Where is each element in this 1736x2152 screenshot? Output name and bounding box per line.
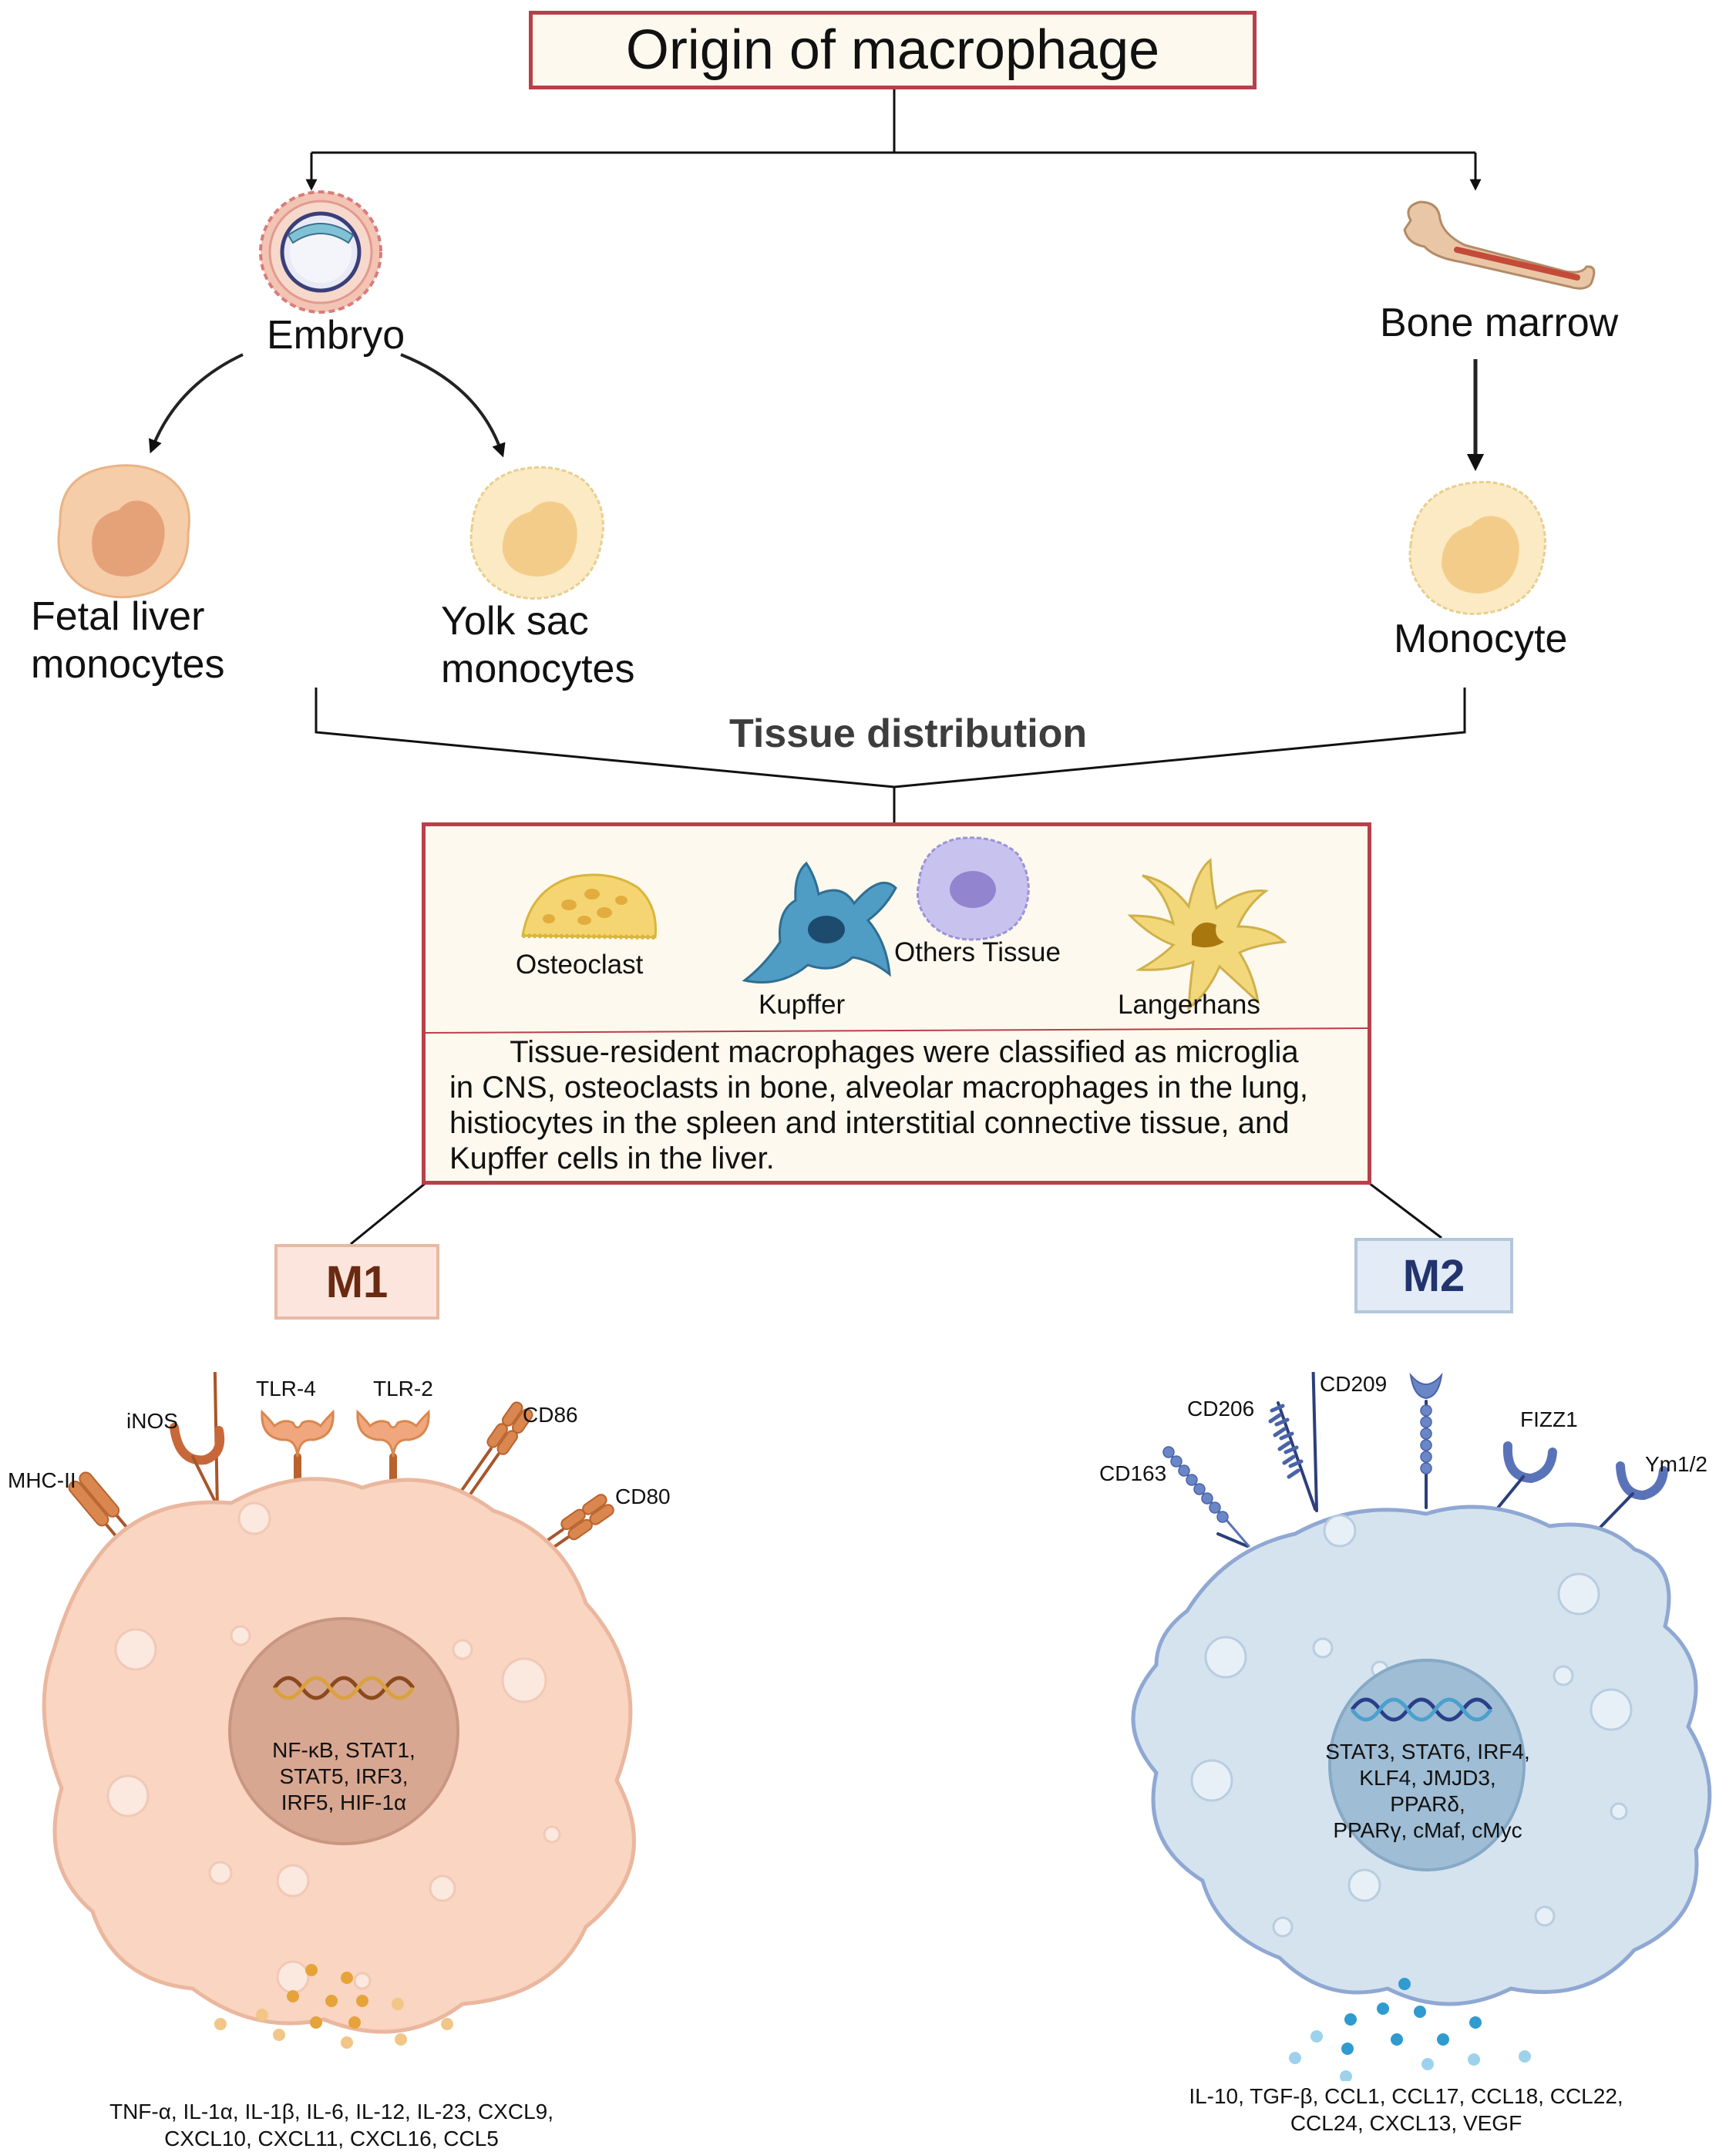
- m2-secreted-dots: [1289, 1978, 1531, 2081]
- ym12-label: Ym1/2: [1645, 1452, 1707, 1476]
- cd80-label: CD80: [615, 1485, 671, 1508]
- cd163-receptor: [1162, 1446, 1250, 1548]
- embryo-label: Embryo: [267, 313, 405, 358]
- m1-tf-line3: IRF5, HIF-1α: [281, 1791, 407, 1814]
- mhc-ii-label: MHC-II: [8, 1468, 76, 1492]
- kupffer-label: Kupffer: [759, 990, 846, 1020]
- m1-tf-line1: NF-κB, STAT1,: [272, 1738, 415, 1762]
- m2-label-text: M2: [1402, 1250, 1465, 1301]
- embryo-arrows: [148, 353, 506, 458]
- description-line2: in CNS, osteoclasts in bone, alveolar ma…: [449, 1071, 1308, 1105]
- m1-secreted-factors: TNF-α, IL-1α, IL-1β, IL-6, IL-12, IL-23,…: [100, 2098, 563, 2152]
- yolk-sac-monocyte-icon: [469, 466, 604, 600]
- embryo-icon: [259, 190, 382, 314]
- cd206-receptor: [1268, 1372, 1318, 1512]
- m1-nucleus: [228, 1617, 459, 1845]
- tissue-panel-divider: [426, 1027, 1368, 1034]
- fetal-liver-monocyte-icon: [57, 464, 190, 599]
- m1-receptors: [68, 1372, 614, 1579]
- tissue-distribution-heading: Tissue distribution: [729, 711, 1088, 756]
- cd163-label: CD163: [1099, 1461, 1167, 1485]
- tissue-cells-artwork: [426, 836, 1368, 1034]
- langerhans-label: Langerhans: [1118, 990, 1260, 1020]
- m1-label-text: M1: [325, 1256, 389, 1307]
- m1-dna-icon: [272, 1676, 415, 1700]
- m2-secreted-line2: CCL24, CXCL13, VEGF: [1290, 2111, 1522, 2135]
- m2-vesicles: [1190, 1514, 1633, 1938]
- bone-marrow-label: Bone marrow: [1380, 301, 1619, 345]
- mhc-ii-receptor: [68, 1471, 143, 1555]
- others-tissue-icon: [916, 836, 1030, 941]
- others-tissue-label: Others Tissue: [894, 937, 1061, 967]
- tissue-distribution-description: Tissue-resident macrophages were classif…: [449, 1034, 1359, 1176]
- m2-transcription-factors: STAT3, STAT6, IRF4, KLF4, JMJD3, PPARδ, …: [1320, 1739, 1536, 1844]
- yolk-sac-label-line2: monocytes: [441, 647, 635, 691]
- page-title-text: Origin of macrophage: [625, 19, 1160, 81]
- m1-tf-line2: STAT5, IRF3,: [279, 1764, 409, 1788]
- tlr4-label: TLR-4: [256, 1377, 316, 1400]
- fetal-liver-label-line2: monocytes: [31, 642, 225, 687]
- m1-label: M1: [274, 1244, 439, 1320]
- m2-receptors: [1162, 1372, 1668, 1548]
- m2-secreted-factors: IL-10, TGF-β, CCL1, CCL17, CCL18, CCL22,…: [1183, 2083, 1630, 2137]
- m2-tf-line3: PPARγ, cMaf, cMyc: [1333, 1818, 1522, 1842]
- m1-m2-connectors: [350, 1182, 1442, 1246]
- m2-dna-icon: [1350, 1697, 1493, 1722]
- m1-transcription-factors: NF-κB, STAT1, STAT5, IRF3, IRF5, HIF-1α: [251, 1737, 436, 1816]
- tissue-distribution-panel: Osteoclast Kupffer Others Tissue Langerh…: [422, 822, 1371, 1185]
- monocyte-icon: [1408, 480, 1546, 615]
- description-line1: Tissue-resident macrophages were classif…: [510, 1035, 1299, 1069]
- m2-tf-line1: STAT3, STAT6, IRF4,: [1325, 1740, 1530, 1764]
- kupffer-icon: [742, 861, 897, 984]
- osteoclast-icon: [521, 873, 658, 940]
- yolk-sac-label-line1: Yolk sac: [441, 599, 589, 644]
- origin-connector: [305, 89, 1482, 191]
- osteoclast-label: Osteoclast: [516, 950, 644, 980]
- cd209-receptor: [1409, 1372, 1443, 1509]
- page-title: Origin of macrophage: [529, 11, 1257, 89]
- inos-receptor: [170, 1372, 225, 1512]
- description-line4: Kupffer cells in the liver.: [449, 1142, 775, 1175]
- fetal-liver-label: Fetal liver monocytes: [31, 593, 224, 688]
- m2-secreted-line1: IL-10, TGF-β, CCL1, CCL17, CCL18, CCL22,: [1189, 2084, 1623, 2108]
- m1-macrophage-artwork: [42, 1372, 636, 2049]
- m2-macrophage-artwork: [1131, 1372, 1712, 2081]
- m1-secreted-line1: TNF-α, IL-1α, IL-1β, IL-6, IL-12, IL-23,…: [109, 2100, 553, 2123]
- bone-marrow-icon: [1403, 200, 1596, 290]
- distribution-connector: [315, 688, 1466, 822]
- inos-label: iNOS: [126, 1409, 178, 1433]
- fetal-liver-label-line1: Fetal liver: [31, 594, 205, 639]
- monocyte-label: Monocyte: [1394, 617, 1568, 661]
- tlr2-receptor: [356, 1409, 430, 1493]
- m2-tf-line2: KLF4, JMJD3, PPARδ,: [1359, 1766, 1496, 1816]
- langerhans-icon: [1127, 858, 1287, 1011]
- m1-vesicles: [106, 1501, 561, 1994]
- yolk-sac-label: Yolk sac monocytes: [441, 597, 634, 693]
- cd209-label: CD209: [1320, 1372, 1388, 1396]
- m1-secreted-dots: [214, 1964, 453, 2049]
- fizz1-label: FIZZ1: [1520, 1407, 1578, 1431]
- cd206-label: CD206: [1187, 1397, 1255, 1421]
- m2-label: M2: [1354, 1238, 1513, 1313]
- tlr2-label: TLR-2: [373, 1377, 433, 1400]
- m1-secreted-line2: CXCL10, CXCL11, CXCL16, CCL5: [164, 2127, 499, 2150]
- fizz1-receptor: [1494, 1441, 1557, 1512]
- description-line3: histiocytes in the spleen and interstiti…: [449, 1106, 1290, 1140]
- cd86-label: CD86: [523, 1403, 578, 1427]
